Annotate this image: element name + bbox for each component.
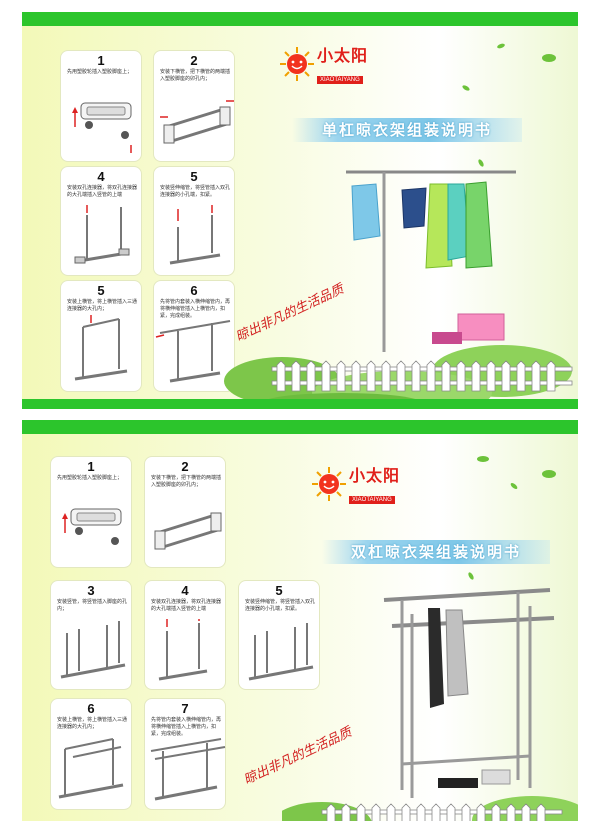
leaf-decoration <box>542 470 556 478</box>
step-description: 安装竖伸缩管，将竖管插入双孔连接器的小孔端，扣紧。 <box>245 599 316 612</box>
leaf-decoration <box>496 42 506 50</box>
step-number: 5 <box>275 583 283 598</box>
step-description: 安装竖管，将竖管插入脚座的孔内； <box>57 599 128 612</box>
step-description: 先将管内套装入横伸缩管内，再将横伸缩管插入上横管内，扣紧，完成组装。 <box>160 299 231 319</box>
step-card-2: 2 安装下横管，把下横管的两端插入塑胶脚座的卯孔内； <box>153 50 235 162</box>
caster-assembly-illustration <box>62 508 122 545</box>
step-number: 2 <box>190 53 198 68</box>
step-card-5: 5 安装竖伸缩管，将竖管插入双孔连接器的小孔端，扣紧。 <box>238 580 320 690</box>
step-card-4: 4 安装双孔连接器，将双孔连接器的大孔端插入竖管的上端 <box>60 166 142 276</box>
step-card-5b: 5 安装上横管，将上横管插入三通连接器的大孔内； <box>60 280 142 392</box>
top-bar-illustration <box>58 738 124 799</box>
step-description: 安装双孔连接器，将双孔连接器的大孔端插入竖管的上端 <box>151 599 222 612</box>
step-number: 1 <box>87 459 95 474</box>
telescopic-tubes-illustration <box>248 623 314 681</box>
brand-logo: 小太阳 XIAOTAIYANG <box>280 42 368 85</box>
brand-name-cn: 小太阳 <box>317 46 369 65</box>
final-rack-illustration <box>155 320 231 383</box>
manual-title: 单杠晾衣架组装说明书 <box>292 118 522 142</box>
connector-illustration <box>158 619 208 681</box>
double-bar-rack-image <box>383 588 555 798</box>
vertical-tubes-illustration <box>74 205 130 264</box>
leaf-decoration <box>467 571 475 581</box>
step-number: 5 <box>97 283 105 298</box>
garden-fence-decoration <box>282 796 578 821</box>
step-description: 安装竖伸缩管，将竖管插入双孔连接器的小孔端，扣紧。 <box>160 185 231 198</box>
hanging-clothes <box>428 608 469 708</box>
step-description: 先用塑胶轮插入塑胶脚座上； <box>57 475 123 481</box>
step-card-6: 6 安装上横管，将上横管插入三通连接器的大孔内； <box>50 698 132 810</box>
brand-logo: 小太阳 XIAOTAIYANG <box>312 462 400 505</box>
step-number: 2 <box>181 459 189 474</box>
hanging-clothes <box>351 181 493 269</box>
step-card-5: 5 安装竖伸缩管，将竖管插入双孔连接器的小孔端，扣紧。 <box>153 166 235 276</box>
step-description: 先用塑胶轮插入塑胶脚座上； <box>67 69 133 75</box>
step-number: 4 <box>181 583 189 598</box>
step-description: 安装上横管，将上横管插入三通连接器的大孔内； <box>57 717 128 730</box>
brand-name-en: XIAOTAIYANG <box>317 76 363 84</box>
leaf-decoration <box>461 84 471 92</box>
telescopic-tubes-illustration <box>169 205 221 265</box>
single-rack-manual-panel: 1 先用塑胶轮插入塑胶脚座上； 2 安装下横管，把下横管的两端插入塑胶脚座的卯孔… <box>22 12 578 409</box>
manual-title: 双杠晾衣架组装说明书 <box>322 540 550 564</box>
step-number: 3 <box>87 583 95 598</box>
step-card-6: 6 先将管内套装入横伸缩管内，再将横伸缩管插入上横管内，扣紧，完成组装。 <box>153 280 235 392</box>
leaf-decoration <box>477 456 489 462</box>
brand-name-en: XIAOTAIYANG <box>349 496 395 504</box>
sun-icon <box>312 466 346 501</box>
step-number: 4 <box>97 169 105 184</box>
step-description: 安装上横管，将上横管插入三通连接器的大孔内； <box>67 299 138 312</box>
garden-fence-decoration <box>224 345 573 399</box>
step-number: 5 <box>190 169 198 184</box>
leaf-decoration <box>509 481 519 491</box>
single-bar-rack-image <box>346 170 516 352</box>
step-description: 安装下横管，把下横管的两端插入塑胶脚座的卯孔内； <box>160 69 231 82</box>
step-number: 7 <box>181 701 189 716</box>
step-card-2: 2 安装下横管，把下横管的两端插入塑胶脚座的卯孔内； <box>144 456 226 568</box>
caster-assembly-illustration <box>72 102 132 153</box>
step-number: 6 <box>87 701 95 716</box>
final-rack-illustration <box>150 738 226 801</box>
step-description: 先将管内套装入横伸缩管内，再将横伸缩管插入上横管内，扣紧，完成组装。 <box>151 717 222 737</box>
slogan-text: 晾出非凡的生活品质 <box>241 724 355 788</box>
top-bar-illustration <box>74 315 128 381</box>
vertical-tubes-illustration <box>60 621 126 679</box>
base-bars-illustration <box>154 512 222 550</box>
sun-icon <box>280 46 314 81</box>
step-description: 安装双孔连接器，将双孔连接器的大孔端插入竖管的上端 <box>67 185 138 198</box>
step-card-4: 4 安装双孔连接器，将双孔连接器的大孔端插入竖管的上端 <box>144 580 226 690</box>
double-rack-manual-panel: 1 先用塑胶轮插入塑胶脚座上； 2 安装下横管，把下横管的两端插入塑胶脚座的卯孔… <box>22 420 578 821</box>
step-card-7: 7 先将管内套装入横伸缩管内，再将横伸缩管插入上横管内，扣紧，完成组装。 <box>144 698 226 810</box>
step-number: 6 <box>190 283 198 298</box>
step-card-3: 3 安装竖管，将竖管插入脚座的孔内； <box>50 580 132 690</box>
brand-name-cn: 小太阳 <box>349 466 401 485</box>
leaf-decoration <box>542 54 556 62</box>
step-description: 安装下横管，把下横管的两端插入塑胶脚座的卯孔内； <box>151 475 222 488</box>
step-card-1: 1 先用塑胶轮插入塑胶脚座上； <box>60 50 142 162</box>
slogan-text: 晾出非凡的生活品质 <box>233 281 347 345</box>
step-number: 1 <box>97 53 105 68</box>
step-card-1: 1 先用塑胶轮插入塑胶脚座上； <box>50 456 132 568</box>
base-bars-illustration <box>160 100 234 144</box>
